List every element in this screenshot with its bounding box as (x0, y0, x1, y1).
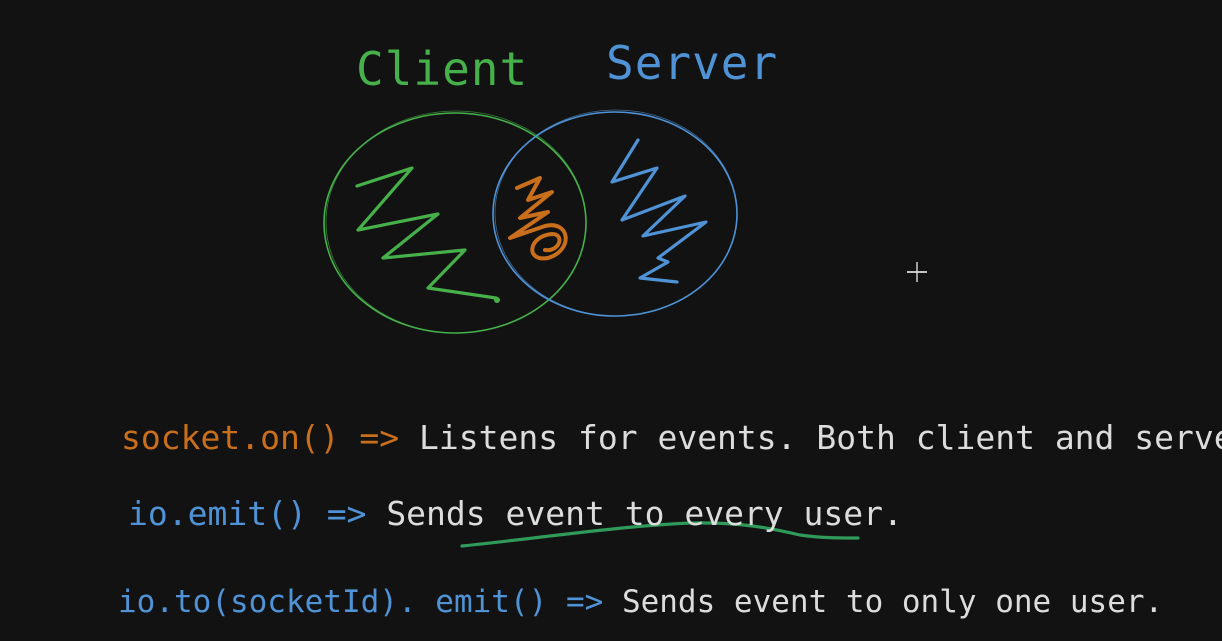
note-io-emit: io.emit() => Sends event to every user. (128, 494, 903, 534)
client-scribble (355, 166, 498, 300)
note-socket-on: socket.on() => Listens for events. Both … (121, 418, 1222, 458)
note-arrow: => (565, 584, 604, 620)
overlap-scribble (508, 176, 568, 261)
note-io-to-emit: io.to(socketId). emit() => Sends event t… (118, 582, 1163, 622)
server-label: Server (606, 36, 779, 90)
client-circle-stroke2 (325, 110, 587, 334)
note-text: Listens for events. Both client and serv… (419, 418, 1222, 457)
note-code-io-to-emit: io.to(socketId). emit() (118, 584, 548, 620)
server-circle-stroke2 (494, 109, 738, 317)
emphasis-underline (460, 521, 860, 548)
crosshair-cursor-icon (907, 262, 927, 282)
note-text: Sends event to only one user. (621, 584, 1164, 620)
note-code-io-emit: io.emit() (128, 494, 307, 533)
server-scribble (610, 138, 708, 284)
note-arrow: => (326, 494, 367, 533)
client-label: Client (356, 42, 529, 96)
note-code-socket-on: socket.on() (121, 418, 340, 457)
note-arrow: => (359, 418, 400, 457)
client-scribble-dot (494, 297, 500, 303)
note-text: Sends event to every user. (386, 494, 903, 533)
